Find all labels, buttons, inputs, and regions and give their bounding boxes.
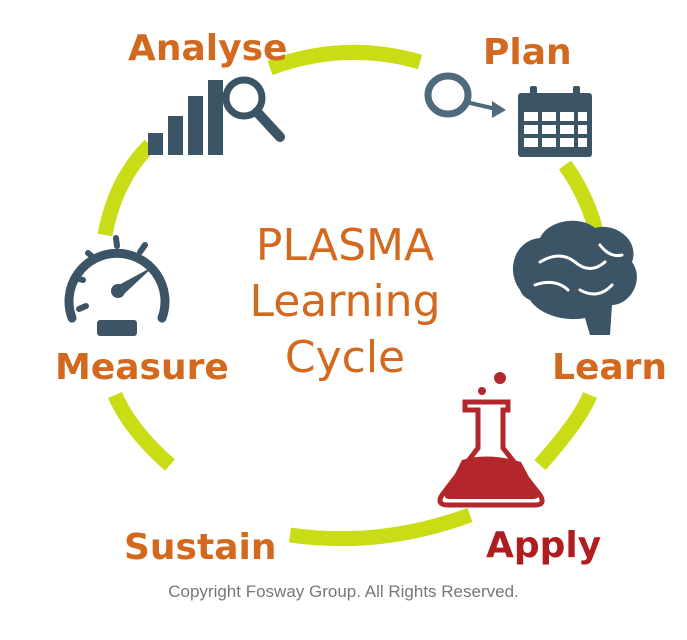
ring-arc-sustain-measure	[108, 391, 175, 471]
stage-label-sustain: Sustain	[124, 527, 277, 568]
stage-label-analyse: Analyse	[128, 28, 288, 69]
ring-arc-top	[267, 44, 423, 76]
bar-chart-magnifier-icon	[148, 76, 285, 155]
stage-label-measure: Measure	[55, 347, 229, 388]
flask-icon	[437, 372, 545, 508]
center-title-line-2: Learning	[249, 276, 441, 327]
copyright-text: Copyright Fosway Group. All Rights Reser…	[168, 582, 519, 601]
stage-label-plan: Plan	[483, 32, 572, 73]
speedometer-icon	[64, 235, 170, 336]
center-title: PLASMA Learning Cycle	[230, 218, 460, 386]
ring-arc-learn-apply	[534, 392, 597, 470]
ring-arc-bottom	[288, 507, 473, 547]
ring-arc-measure-analyse	[97, 139, 156, 237]
center-title-line-3: Cycle	[284, 332, 406, 383]
center-title-line-1: PLASMA	[255, 220, 435, 271]
stage-label-learn: Learn	[552, 347, 668, 388]
target-calendar-icon	[424, 72, 592, 157]
cycle-ring	[97, 44, 606, 547]
stage-label-apply: Apply	[486, 525, 602, 566]
brain-icon	[512, 220, 637, 335]
